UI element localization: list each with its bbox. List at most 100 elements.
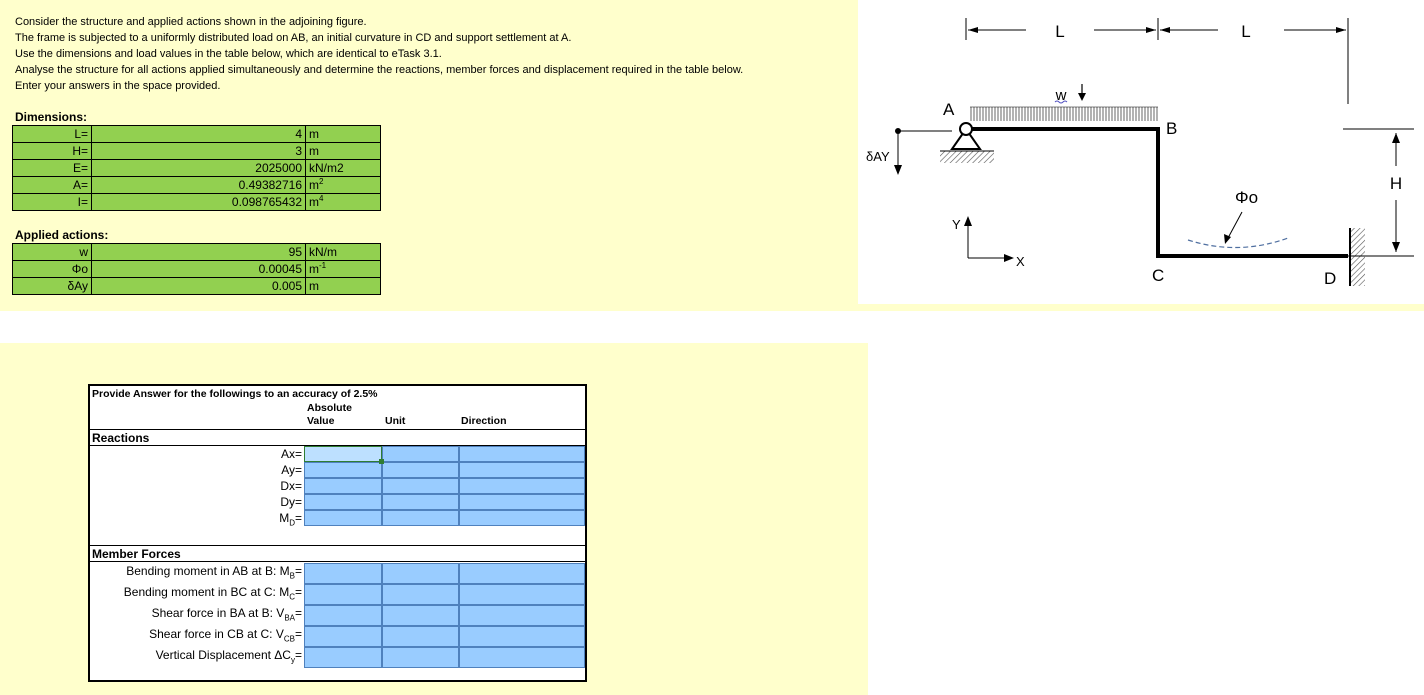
actions-unit-cell[interactable]: kN/m [305, 243, 381, 261]
reaction-value-input[interactable] [304, 478, 382, 494]
unit-exponent: 2 [319, 176, 324, 186]
member-force-value-input[interactable] [304, 626, 382, 647]
member-force-direction-input[interactable] [459, 584, 585, 605]
column-header-value-1: Absolute [307, 402, 352, 414]
column-header-value-2: Value [307, 415, 335, 427]
actions-value-cell[interactable]: 0.005 [91, 277, 306, 295]
dimensions-unit-cell[interactable]: m [305, 142, 381, 160]
axis-label-y: Y [952, 217, 961, 232]
member-force-label: Bending moment in AB at B: MB= [126, 564, 302, 580]
dimensions-value-cell[interactable]: 4 [91, 125, 306, 143]
member-force-label: Shear force in CB at C: VCB= [149, 627, 302, 643]
reaction-label: Ax= [281, 447, 302, 463]
actions-value-cell[interactable]: 95 [91, 243, 306, 261]
reaction-value-input[interactable] [304, 494, 382, 510]
reaction-unit-input[interactable] [382, 478, 459, 494]
dimensions-label: L= [12, 125, 92, 143]
member-force-label: Shear force in BA at B: VBA= [152, 606, 302, 622]
reaction-label: MD= [279, 511, 302, 527]
reaction-label: Dy= [280, 495, 302, 511]
dim-label-l1: L [1055, 22, 1064, 41]
column-header-unit: Unit [385, 415, 406, 427]
member-force-value-input[interactable] [304, 563, 382, 584]
reaction-direction-input[interactable] [459, 494, 585, 510]
actions-label: w [12, 243, 92, 261]
unit-text: m [309, 278, 319, 293]
label-text: Vertical Displacement ΔC [155, 648, 291, 662]
dimensions-value-cell[interactable]: 2025000 [91, 159, 306, 177]
unit-text: m [309, 194, 319, 209]
unit-text: kN/m2 [309, 160, 344, 175]
label-text: M [279, 511, 290, 525]
statement-line: Enter your answers in the space provided… [15, 80, 221, 92]
label-equals: = [294, 564, 302, 578]
member-force-label: Vertical Displacement ΔCy= [156, 648, 302, 664]
dimensions-value-cell[interactable]: 0.098765432 [91, 193, 306, 211]
unit-text: m [309, 126, 319, 141]
label-equals: = [294, 606, 302, 620]
reactions-group: Reactions [90, 429, 585, 446]
unit-text: m [309, 143, 319, 158]
dimensions-label: I= [12, 193, 92, 211]
reaction-unit-input[interactable] [382, 462, 459, 478]
reaction-direction-input[interactable] [459, 446, 585, 462]
label-text: Dy= [280, 495, 302, 509]
member-force-value-input[interactable] [304, 647, 382, 668]
reaction-value-input[interactable] [304, 446, 382, 462]
dimensions-unit-cell[interactable]: m4 [305, 193, 381, 211]
actions-label: δAy [12, 277, 92, 295]
label-subscript: CB [283, 634, 295, 644]
reaction-direction-input[interactable] [459, 510, 585, 526]
load-label-w: w [1055, 87, 1067, 104]
reaction-direction-input[interactable] [459, 462, 585, 478]
statement-line: Use the dimensions and load values in th… [15, 48, 442, 60]
member-force-unit-input[interactable] [382, 647, 459, 668]
actions-value-cell[interactable]: 0.00045 [91, 260, 306, 278]
member-force-direction-input[interactable] [459, 563, 585, 584]
reaction-unit-input[interactable] [382, 510, 459, 526]
label-subscript: y [290, 655, 295, 665]
node-label-d: D [1324, 269, 1336, 288]
fixed-support-d [1349, 228, 1365, 286]
member-force-unit-input[interactable] [382, 584, 459, 605]
actions-unit-cell[interactable]: m [305, 277, 381, 295]
dimensions-label: E= [12, 159, 92, 177]
reaction-value-input[interactable] [304, 510, 382, 526]
member-force-unit-input[interactable] [382, 605, 459, 626]
curvature-label: Φo [1235, 188, 1258, 207]
fill-handle[interactable] [379, 459, 384, 464]
member-force-direction-input[interactable] [459, 626, 585, 647]
member-force-unit-input[interactable] [382, 626, 459, 647]
label-subscript: BA [284, 613, 295, 623]
member-force-value-input[interactable] [304, 605, 382, 626]
dim-label-l2: L [1241, 22, 1250, 41]
dimensions-value-cell[interactable]: 3 [91, 142, 306, 160]
pin-support-a [940, 122, 994, 163]
label-text: Ay= [281, 463, 302, 477]
label-subscript: D [289, 518, 295, 528]
actions-unit-cell[interactable]: m-1 [305, 260, 381, 278]
reaction-unit-input[interactable] [382, 494, 459, 510]
applied-actions-title: Applied actions: [15, 228, 109, 242]
statement-line: Consider the structure and applied actio… [15, 16, 367, 28]
label-equals: = [294, 648, 302, 662]
reaction-direction-input[interactable] [459, 478, 585, 494]
member-force-value-input[interactable] [304, 584, 382, 605]
dimensions-unit-cell[interactable]: m [305, 125, 381, 143]
label-equals: = [294, 511, 302, 525]
reaction-unit-input[interactable] [382, 446, 459, 462]
answer-heading: Provide Answer for the followings to an … [92, 388, 378, 400]
member-force-unit-input[interactable] [382, 563, 459, 584]
unit-text: kN/m [309, 244, 337, 259]
dimensions-unit-cell[interactable]: kN/m2 [305, 159, 381, 177]
member-force-direction-input[interactable] [459, 647, 585, 668]
dimensions-unit-cell[interactable]: m2 [305, 176, 381, 194]
dimensions-value-cell[interactable]: 0.49382716 [91, 176, 306, 194]
reaction-value-input[interactable] [304, 462, 382, 478]
member-force-direction-input[interactable] [459, 605, 585, 626]
member-forces-group: Member Forces [90, 545, 585, 562]
